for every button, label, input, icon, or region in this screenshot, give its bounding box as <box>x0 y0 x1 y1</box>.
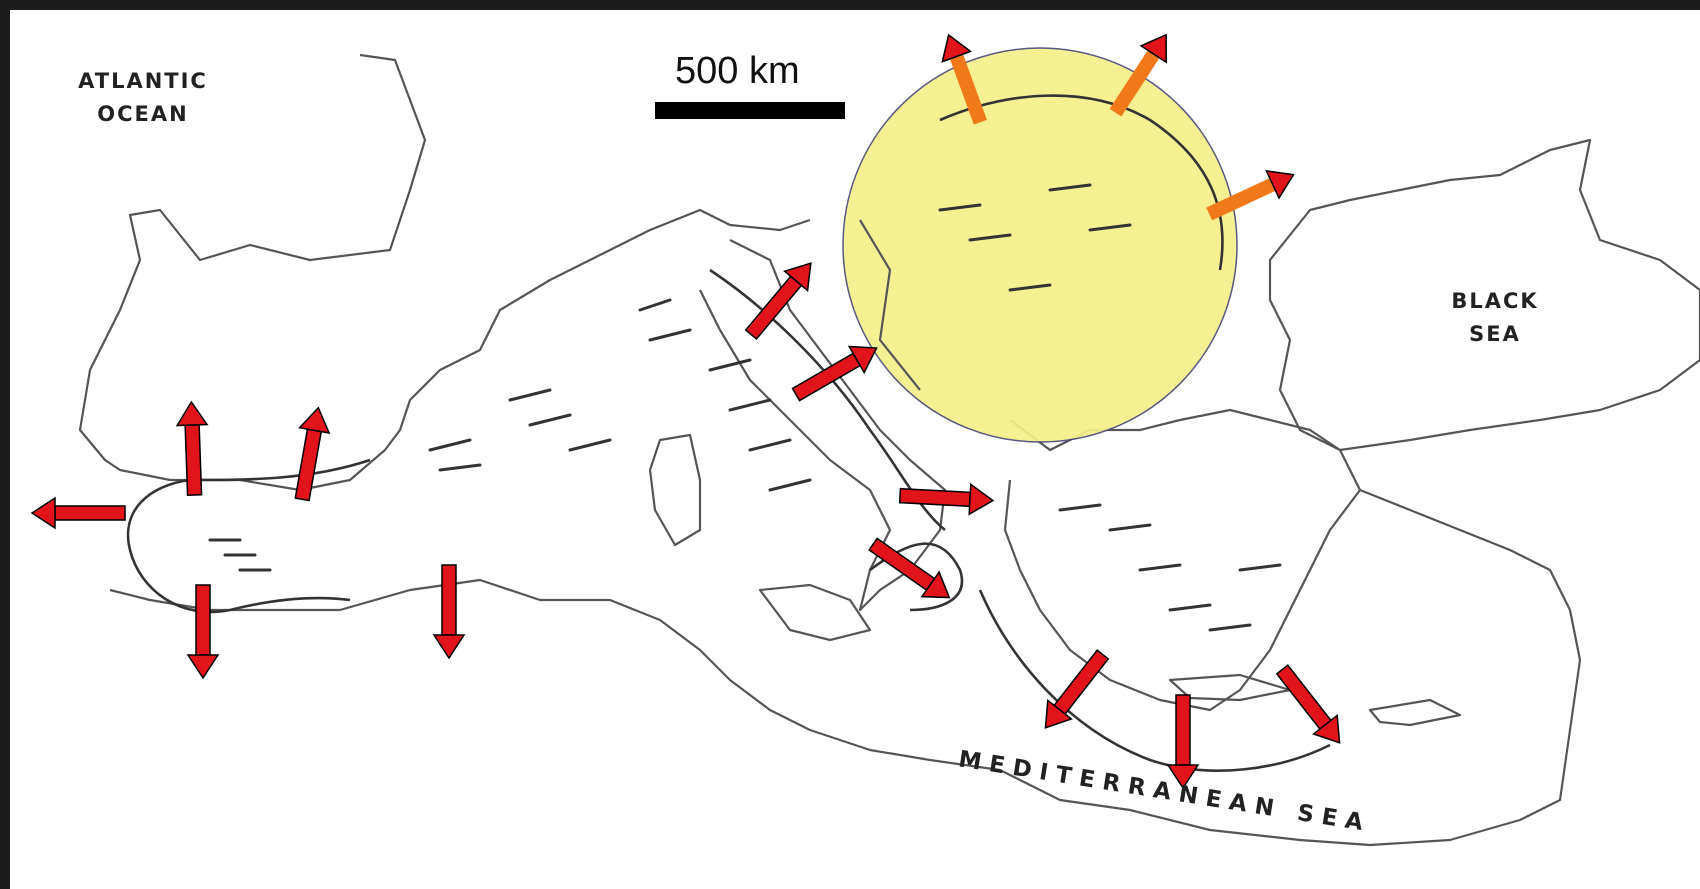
arrow-west <box>31 497 126 529</box>
fault-mark <box>748 438 792 452</box>
fault-mark <box>1048 183 1092 192</box>
sardinia-coast <box>648 433 702 547</box>
fault-mark <box>1108 523 1152 532</box>
fault-mark <box>648 328 692 342</box>
arrow-south-1 <box>187 584 219 679</box>
anatomia-coast <box>1359 488 1571 611</box>
arrow-northeast-adriatic <box>787 334 885 409</box>
fault-mark <box>768 478 812 492</box>
arrow-northeast-italy <box>738 252 824 345</box>
iberia-coast <box>78 53 811 492</box>
arrow-pannonian-e <box>1206 169 1295 221</box>
black-sea-coast <box>1268 138 1700 452</box>
fault-marks <box>208 298 1282 632</box>
fault-mark <box>1208 623 1252 632</box>
fault-mark <box>508 388 552 402</box>
fault-mark <box>528 413 572 427</box>
fault-mark <box>728 398 772 412</box>
fault-mark <box>438 463 482 472</box>
fault-mark <box>708 358 752 372</box>
black-line1: BLACK <box>1451 289 1539 313</box>
black-line2: SEA <box>1469 322 1521 346</box>
black-sea-label: BLACK SEA <box>1420 285 1570 351</box>
arrow-southeast-aegean <box>1269 659 1353 753</box>
italy-coast <box>699 239 947 612</box>
fault-mark <box>1008 283 1052 292</box>
fault-mark <box>1168 603 1212 612</box>
highlight-coast <box>859 219 921 391</box>
fault-mark <box>1138 563 1182 572</box>
north-africa-coast <box>109 578 1582 847</box>
arrow-southeast <box>863 531 959 611</box>
arrow-north-2 <box>286 404 334 503</box>
tectonic-map <box>31 33 1700 847</box>
fault-mark <box>968 233 1012 242</box>
highlight-circle <box>842 47 1238 443</box>
balkans-coast <box>1003 408 1362 712</box>
fault-mark <box>1088 223 1132 232</box>
coastlines <box>78 53 1700 847</box>
arrow-pannonian-nw <box>941 33 987 125</box>
atlantic-line2: OCEAN <box>97 102 189 126</box>
betic-rif-thrust <box>126 458 371 614</box>
scale-bar <box>655 102 845 119</box>
extension-arrows <box>31 33 1353 789</box>
fault-mark <box>938 203 982 212</box>
map-panel: ATLANTIC OCEAN BLACK SEA MEDITERRANEAN S… <box>10 10 1700 889</box>
arrow-south-aegean <box>1167 694 1199 789</box>
scale-label: 500 km <box>675 50 800 92</box>
pannonian-highlight <box>842 47 1238 443</box>
atlantic-ocean-label: ATLANTIC OCEAN <box>58 65 228 131</box>
arrow-east <box>898 479 995 517</box>
sicily-coast <box>758 583 872 642</box>
cyprus-coast <box>1368 698 1462 727</box>
fault-mark <box>638 298 672 312</box>
calabrian-arc <box>869 542 964 612</box>
arrow-south-2 <box>433 564 465 659</box>
fault-mark <box>1238 563 1282 572</box>
atlantic-line1: ATLANTIC <box>78 69 208 93</box>
fault-mark <box>1058 503 1102 512</box>
fault-mark <box>428 438 472 452</box>
fault-mark <box>568 438 612 452</box>
hellenic-arc <box>978 589 1331 772</box>
arrow-pannonian-ne <box>1109 33 1167 117</box>
